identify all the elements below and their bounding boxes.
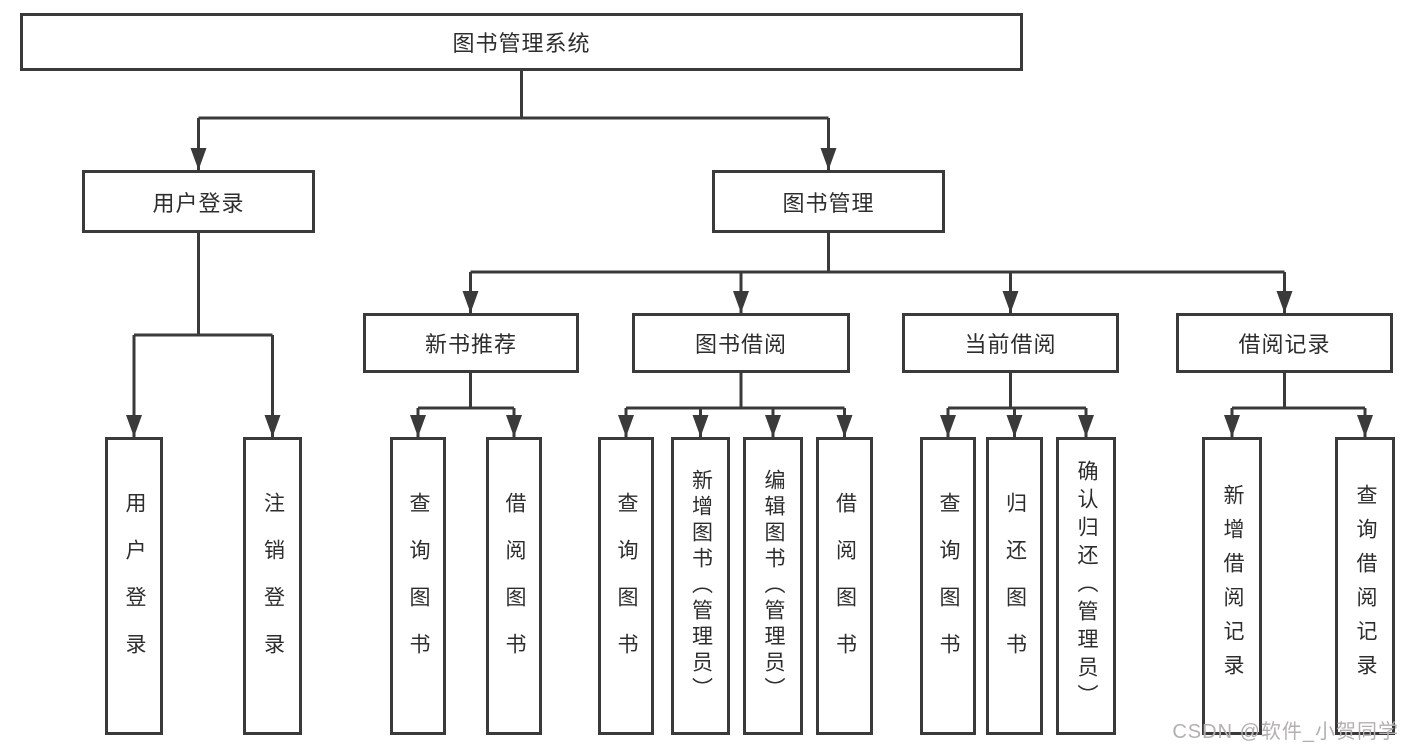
node-label: 借阅记录: [1238, 332, 1331, 357]
node-label: 借阅图书: [833, 492, 857, 680]
branch-current-borrow: [940, 373, 1094, 437]
node-label: 图书借阅: [694, 332, 787, 357]
branch-root: [190, 71, 837, 170]
node-new-book-recommend: 新书推荐: [363, 313, 579, 373]
node-book-borrow: 图书借阅: [632, 313, 850, 373]
node-label: 查询借阅记录: [1354, 484, 1377, 688]
branch-book-management: [462, 233, 1293, 313]
leaf-edit-books-admin: 编辑图书（管理员）: [743, 437, 803, 735]
node-current-borrow: 当前借阅: [902, 313, 1119, 373]
node-label: 查询图书: [407, 492, 430, 680]
branch-book-borrow: [618, 373, 853, 437]
node-label: 编辑图书（管理员）: [762, 469, 785, 703]
node-borrow-records: 借阅记录: [1176, 313, 1393, 373]
node-label: 图书管理系统: [452, 31, 591, 56]
node-label: 确认归还（管理员）: [1075, 460, 1098, 712]
leaf-user-login: 用户登录: [105, 437, 163, 735]
node-label: 当前借阅: [964, 332, 1057, 357]
node-label: 查询图书: [937, 492, 960, 680]
leaf-borrow-books: 借阅图书: [816, 437, 873, 735]
leaf-confirm-return-admin: 确认归还（管理员）: [1056, 437, 1116, 735]
node-book-management: 图书管理: [712, 170, 945, 233]
node-label: 用户登录: [123, 492, 146, 680]
leaf-logout: 注销登录: [243, 437, 302, 735]
node-library-management-system: 图书管理系统: [20, 13, 1023, 71]
leaf-query-books: 查询图书: [598, 437, 654, 735]
leaf-query-books: 查询图书: [920, 437, 976, 735]
node-label: 归还图书: [1003, 492, 1027, 680]
leaf-return-books: 归还图书: [986, 437, 1043, 735]
branch-borrow-records: [1224, 373, 1373, 437]
branch-new-book: [410, 373, 522, 437]
leaf-query-borrow-record: 查询借阅记录: [1335, 437, 1395, 735]
leaf-borrow-books: 借阅图书: [486, 437, 542, 735]
node-label: 用户登录: [152, 190, 245, 216]
node-label: 查询图书: [615, 492, 638, 680]
branch-user-login: [126, 233, 281, 437]
node-label: 注销登录: [261, 492, 285, 680]
leaf-add-books-admin: 新增图书（管理员）: [671, 437, 730, 735]
node-label: 新书推荐: [424, 332, 517, 357]
csdn-watermark: CSDN @软件_小贺同学: [1172, 721, 1399, 743]
node-label: 新增图书（管理员）: [689, 469, 713, 703]
node-label: 新增借阅记录: [1221, 484, 1244, 688]
node-user-login: 用户登录: [82, 170, 315, 233]
leaf-add-borrow-record: 新增借阅记录: [1202, 437, 1262, 735]
leaf-query-books: 查询图书: [390, 437, 446, 735]
node-label: 借阅图书: [503, 492, 526, 680]
node-label: 图书管理: [782, 190, 875, 216]
